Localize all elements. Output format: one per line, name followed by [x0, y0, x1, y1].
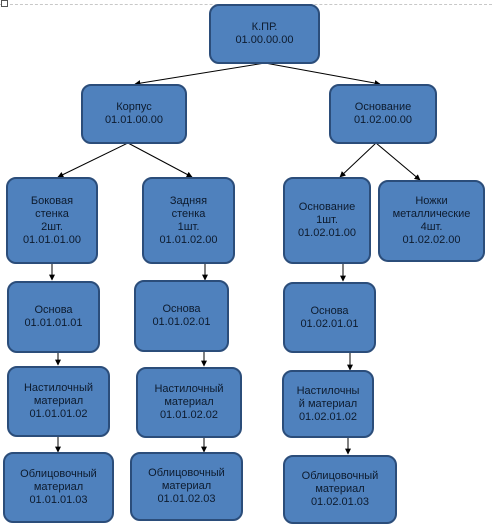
node-oblic2-line-2: материал: [161, 480, 212, 492]
node-nozhki[interactable]: Ножки металлические 4шт. 01.02.02.00: [378, 180, 485, 262]
node-nastil3-line-3: 01.02.01.02: [298, 410, 358, 423]
node-nozhki-line-1: Ножки: [415, 195, 448, 207]
node-osnova3-line-1: Основа: [310, 304, 349, 317]
node-oblic1-line-3: 01.01.01.03: [29, 494, 88, 506]
node-osnova2-line-2: 01.01.02.01: [152, 316, 211, 328]
edge-osnovanie-nozhki: [375, 142, 421, 181]
edge-korpus-bokovaya: [57, 142, 129, 178]
node-nastil3-line-1: Настилочны: [296, 384, 360, 397]
node-root[interactable]: К.ПР. 01.00.00.00: [209, 4, 320, 64]
node-osnovanie1-line-2: 1шт.: [316, 214, 338, 226]
node-bokovaya-line-1: Боковая: [30, 194, 74, 207]
node-bokovaya-line-4: 01.01.01.00: [22, 233, 82, 246]
node-nastil2-line-3: 01.01.02.02: [159, 409, 219, 421]
node-nastil2-line-2: материал: [164, 396, 214, 408]
node-nozhki-line-2: металлические: [392, 208, 471, 220]
node-osnova2-line-1: Основа: [162, 303, 201, 315]
node-osnovanie-line-2: 01.02.00.00: [353, 114, 413, 126]
node-oblic2-line-1: Облицовочный: [148, 467, 225, 479]
node-oblic3-line-2: материал: [315, 483, 365, 495]
node-osnova2[interactable]: Основа 01.01.02.01: [134, 280, 229, 352]
node-nastil2-line-1: Настилочный: [154, 383, 224, 395]
edge-root-korpus: [134, 62, 266, 87]
node-oblic2-line-3: 01.01.02.03: [157, 493, 216, 505]
node-osnovanie1-line-3: 01.02.01.00: [297, 227, 357, 239]
node-osnova1-line-2: 01.01.01.01: [24, 317, 83, 329]
node-korpus-line-1: Корпус: [116, 101, 152, 113]
node-nastil1[interactable]: Настилочный материал 01.01.01.02: [7, 366, 110, 437]
node-bokovaya-line-3: 2шт.: [41, 220, 63, 233]
node-oblic1[interactable]: Облицовочный материал 01.01.01.03: [3, 452, 114, 523]
edge-korpus-zadnyaya: [127, 142, 193, 178]
node-oblic3-line-1: Облицовочный: [301, 470, 379, 482]
edge-root-osnovanie: [264, 62, 381, 86]
node-osnova1[interactable]: Основа 01.01.01.01: [7, 281, 100, 353]
node-osnova3-line-2: 01.02.01.01: [300, 317, 359, 330]
node-oblic1-line-2: материал: [33, 481, 84, 493]
node-osnovanie1-line-1: Основание: [298, 201, 356, 213]
node-nastil3-line-2: й материал: [298, 397, 358, 410]
node-osnova3[interactable]: Основа 01.02.01.01: [283, 282, 376, 353]
node-zadnyaya-line-2: стенка: [171, 207, 206, 220]
node-bokovaya-line-2: стенка: [35, 207, 69, 220]
node-osnovanie1[interactable]: Основание 1шт. 01.02.01.00: [283, 177, 371, 264]
node-zadnyaya-line-4: 01.01.02.00: [159, 233, 218, 246]
node-zadnyaya-line-1: Задняя: [169, 194, 208, 207]
node-nastil2[interactable]: Настилочный материал 01.01.02.02: [136, 367, 242, 438]
node-bokovaya[interactable]: Боковая стенка 2шт. 01.01.01.00: [6, 177, 98, 264]
node-root-line-1: К.ПР.: [251, 21, 278, 33]
node-oblic3-line-3: 01.02.01.03: [310, 496, 370, 508]
node-korpus-line-2: 01.01.00.00: [104, 114, 164, 126]
node-nastil3[interactable]: Настилочны й материал 01.02.01.02: [282, 370, 374, 438]
node-nozhki-line-3: 4шт.: [420, 221, 443, 233]
node-oblic3[interactable]: Облицовочный материал 01.02.01.03: [283, 455, 397, 524]
node-nastil1-line-2: материал: [33, 395, 84, 407]
selection-handle-icon[interactable]: [1, 0, 8, 7]
node-korpus[interactable]: Корпус 01.01.00.00: [81, 84, 187, 144]
node-zadnyaya[interactable]: Задняя стенка 1шт. 01.01.02.00: [142, 177, 235, 264]
node-nastil1-line-3: 01.01.01.02: [29, 408, 88, 420]
node-root-line-2: 01.00.00.00: [235, 34, 294, 46]
node-osnovanie[interactable]: Основание 01.02.00.00: [329, 84, 437, 144]
edge-osnovanie-osnovanie1: [339, 142, 377, 178]
node-oblic2[interactable]: Облицовочный материал 01.01.02.03: [130, 452, 243, 521]
node-osnova1-line-1: Основа: [34, 304, 73, 316]
node-nozhki-line-4: 01.02.02.00: [402, 234, 461, 246]
node-osnovanie-line-1: Основание: [354, 101, 412, 113]
node-nastil1-line-1: Настилочный: [23, 382, 94, 394]
node-zadnyaya-line-3: 1шт.: [177, 220, 200, 233]
node-oblic1-line-1: Облицовочный: [20, 468, 97, 480]
